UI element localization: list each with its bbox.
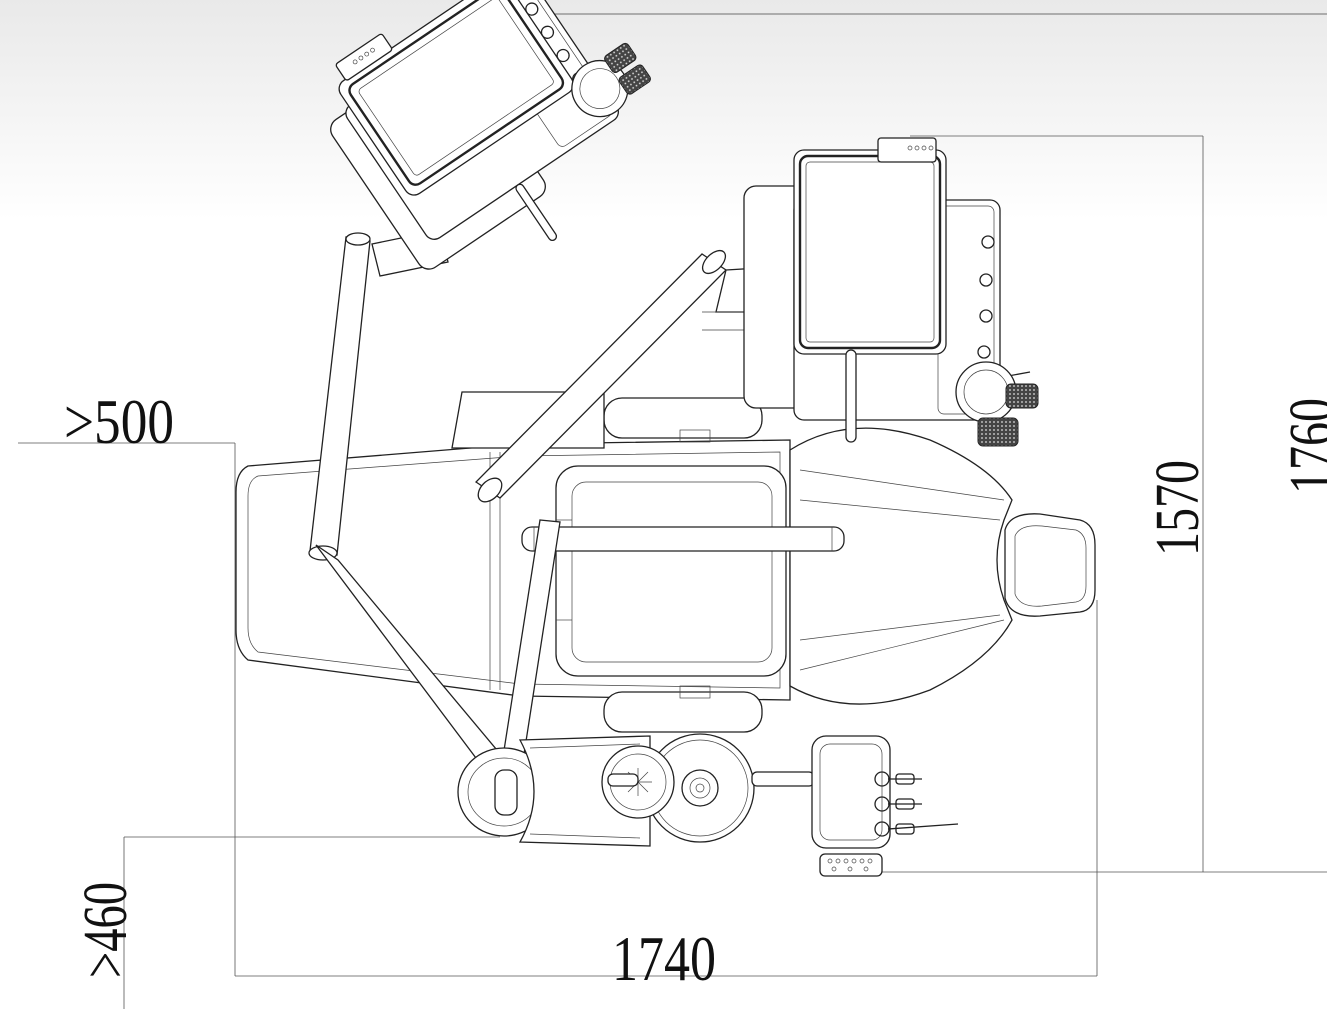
- background-fade: [0, 0, 1327, 220]
- min-bottom-clearance-label: >460: [72, 882, 140, 978]
- light-arm: [308, 229, 761, 791]
- chair-body: [235, 391, 1096, 733]
- base-unit: [457, 733, 815, 847]
- control-buttons-icon: [827, 858, 873, 872]
- chair-length-label: 1740: [612, 923, 716, 994]
- min-left-clearance-label: >500: [64, 386, 174, 457]
- dimension-lines: [18, 135, 1327, 1009]
- overall-depth-label: 1760: [1278, 398, 1327, 494]
- doctor-tray-rotated: [330, 0, 651, 270]
- assistant-instrument-holder: [811, 735, 959, 877]
- unit-depth-label: 1570: [1144, 460, 1212, 556]
- doctor-tray-upright: [743, 137, 1039, 447]
